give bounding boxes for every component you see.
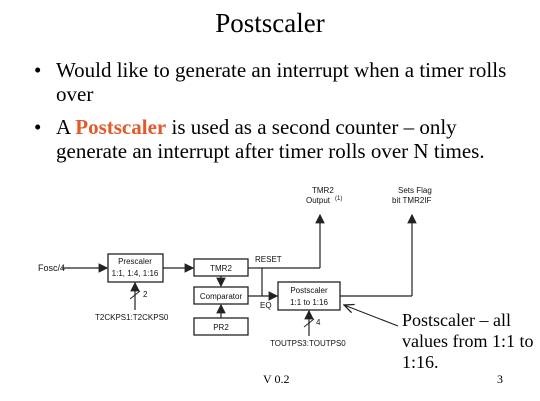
postscaler-ratios: 1:1 to 1:16 [290, 298, 328, 307]
tmr2-output-note: (1) [335, 196, 342, 202]
prescaler-bus-width: 2 [143, 290, 148, 299]
postscaler-highlight: Postscaler [75, 115, 167, 139]
bullet-marker: • [34, 115, 42, 139]
prescaler-title: Prescaler [118, 257, 152, 266]
flag-line2: bit TMR2IF [392, 196, 432, 205]
flag-line1: Sets Flag [398, 186, 432, 195]
tmr2-output-line1: TMR2 [312, 186, 334, 195]
bullet-marker: • [34, 58, 42, 82]
prescaler-ratios: 1:1, 1:4, 1:16 [112, 269, 159, 278]
bullet-2-pre: A [56, 115, 76, 139]
tmr2-output-line2: Output [306, 196, 331, 205]
tmr2-label: TMR2 [210, 264, 232, 273]
fosc-label: Fosc/4 [38, 263, 65, 273]
bullet-1-text: Would like to generate an interrupt when… [56, 58, 507, 106]
bullet-2-post: is used as a second counter – only gener… [56, 115, 485, 163]
comparator-label: Comparator [200, 292, 243, 301]
prescaler-control-bits: T2CKPS1:T2CKPS0 [95, 313, 169, 322]
bullet-2: A Postscaler is used as a second counter… [56, 115, 526, 163]
pr2-label: PR2 [213, 323, 229, 332]
prescaler-box [107, 253, 164, 283]
callout-text: Postscaler – all values from 1:1 to 1:16… [402, 310, 534, 372]
slide-title: Postscaler [215, 8, 325, 38]
page-number: 3 [497, 372, 503, 386]
reset-label: RESET [255, 255, 282, 264]
footer-version: V 0.2 [263, 372, 290, 386]
callout-pointer [344, 305, 399, 327]
postscaler-title: Postscaler [290, 286, 328, 295]
postscaler-box [277, 281, 341, 311]
eq-label: EQ [260, 301, 272, 310]
postscaler-control-bits: TOUTPS3:TOUTPS0 [270, 339, 346, 348]
postscaler-bus-width: 4 [316, 318, 321, 327]
